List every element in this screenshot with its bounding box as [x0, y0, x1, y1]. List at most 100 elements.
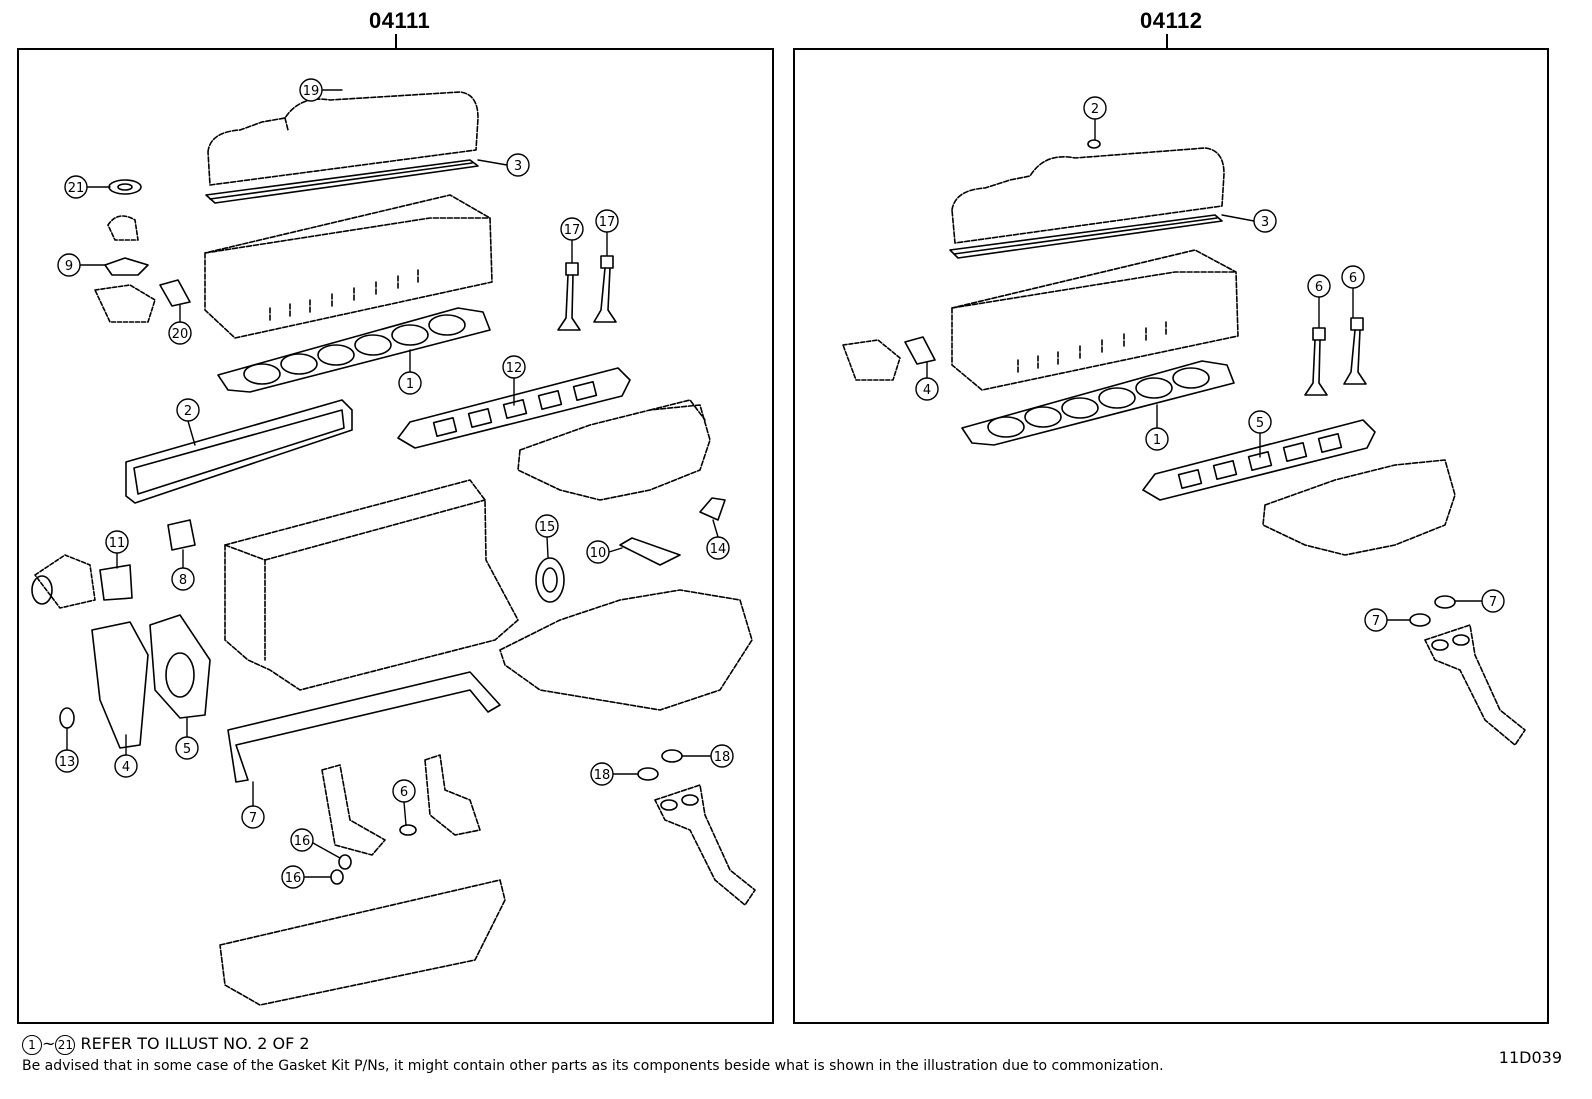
svg-text:21: 21	[68, 181, 85, 196]
callout-left-12: 12	[502, 355, 526, 406]
callout-right-4: 4	[915, 361, 939, 401]
callout-left-20: 20	[168, 304, 192, 345]
svg-text:7: 7	[1372, 614, 1380, 629]
side-cover-gasket-part	[125, 399, 353, 504]
svg-text:12: 12	[506, 361, 523, 376]
cylinder-head-part	[204, 194, 493, 339]
gasket-18a-part	[661, 749, 683, 763]
callout-left-11: 11	[105, 530, 129, 569]
callout-left-10: 10	[586, 540, 623, 564]
valve-cover-gasket-part-right	[949, 214, 1223, 259]
svg-text:5: 5	[183, 742, 191, 757]
callout-left-7: 7	[241, 781, 265, 829]
cylinder-head-part-right	[951, 249, 1239, 391]
callout-left-21: 21	[64, 175, 111, 199]
callout-left-6: 6	[392, 779, 416, 826]
callout-left-5: 5	[175, 717, 199, 760]
kit-leader-right	[1166, 34, 1168, 48]
svg-text:8: 8	[179, 573, 187, 588]
gasket-18b-part	[637, 767, 659, 781]
range-reference-text: REFER TO ILLUST NO. 2 OF 2	[80, 1034, 310, 1053]
svg-text:6: 6	[400, 785, 408, 800]
callout-left-9: 9	[57, 253, 106, 277]
figure-code: 11D039	[1498, 1048, 1562, 1067]
oil-seal-part	[535, 557, 565, 603]
gasket-8-part	[167, 519, 196, 551]
gasket-6-part	[399, 824, 417, 836]
callout-left-17b: 17	[595, 209, 619, 256]
svg-text:6: 6	[1349, 271, 1357, 286]
svg-text:19: 19	[303, 84, 320, 99]
callout-right-6b: 6	[1341, 265, 1365, 318]
svg-text:3: 3	[1261, 215, 1269, 230]
svg-text:1: 1	[406, 377, 414, 392]
callout-left-4: 4	[114, 734, 138, 778]
callout-left-17a: 17	[560, 217, 584, 263]
water-inlet-part	[31, 554, 133, 609]
valve-parts-right	[1304, 317, 1367, 396]
callout-left-8: 8	[171, 549, 195, 591]
kit-leader-left	[395, 34, 397, 48]
svg-text:7: 7	[1489, 595, 1497, 610]
callout-left-18a: 18	[681, 744, 734, 768]
thermostat-parts	[94, 179, 191, 323]
range-start-marker: 1	[22, 1034, 42, 1055]
callout-right-2: 2	[1083, 96, 1107, 141]
ring-16a-part	[338, 854, 352, 870]
range-separator: ~	[42, 1034, 56, 1053]
callout-right-7a: 7	[1454, 589, 1505, 613]
intake-manifold-part-right	[1262, 459, 1456, 556]
kit-panel-04111	[17, 48, 774, 1024]
callout-right-5: 5	[1248, 410, 1272, 458]
svg-text:18: 18	[594, 768, 611, 783]
callout-left-14: 14	[706, 519, 730, 560]
svg-text:9: 9	[65, 259, 73, 274]
exhaust-pipe-part-right	[1424, 624, 1526, 746]
callout-right-6a: 6	[1307, 274, 1331, 328]
svg-text:17: 17	[599, 215, 616, 230]
intake-manifold-part	[517, 399, 711, 501]
plug-2-part	[1087, 139, 1101, 149]
svg-text:4: 4	[923, 383, 931, 398]
svg-text:14: 14	[710, 542, 727, 557]
kit-code-right: 04112	[1140, 8, 1203, 33]
oil-pan-gasket-part	[227, 671, 501, 783]
kit-panel-04112	[793, 48, 1549, 1024]
timing-cover-gaskets	[59, 614, 211, 749]
callout-left-16b: 16	[281, 865, 331, 889]
callout-left-18b: 18	[590, 762, 639, 786]
head-gasket-part-right	[961, 360, 1235, 446]
callout-left-16a: 16	[290, 828, 341, 859]
svg-text:11: 11	[109, 536, 126, 551]
svg-text:5: 5	[1256, 416, 1264, 431]
oil-pump-part	[321, 754, 481, 856]
intake-manifold-gasket-part-right	[1142, 419, 1376, 501]
callout-right-1: 1	[1145, 404, 1169, 451]
svg-text:20: 20	[172, 327, 189, 342]
svg-text:17: 17	[564, 223, 581, 238]
gasket-14-part	[699, 497, 726, 521]
svg-text:7: 7	[249, 811, 257, 826]
exhaust-pipe-part	[654, 784, 756, 906]
kit-code-left: 04111	[369, 8, 431, 33]
valve-cover-gasket-part	[205, 159, 479, 204]
svg-text:18: 18	[714, 750, 731, 765]
exhaust-manifold-part	[499, 589, 753, 711]
svg-text:13: 13	[59, 755, 76, 770]
svg-text:1: 1	[1153, 433, 1161, 448]
gasket-10-part	[619, 537, 681, 566]
cylinder-block-part	[224, 479, 519, 691]
range-end-marker: 21	[55, 1034, 76, 1055]
svg-text:16: 16	[294, 834, 311, 849]
disclaimer-text: Be advised that in some case of the Gask…	[22, 1058, 1164, 1074]
callout-left-2: 2	[176, 398, 200, 446]
callout-left-3: 3	[477, 153, 530, 177]
svg-text:4: 4	[122, 760, 130, 775]
thermostat-parts-right	[842, 336, 936, 381]
gasket-7a-part	[1434, 595, 1456, 609]
svg-text:15: 15	[539, 520, 556, 535]
callout-left-15: 15	[535, 514, 559, 558]
valve-parts	[557, 255, 617, 331]
callout-right-7b: 7	[1364, 608, 1411, 632]
